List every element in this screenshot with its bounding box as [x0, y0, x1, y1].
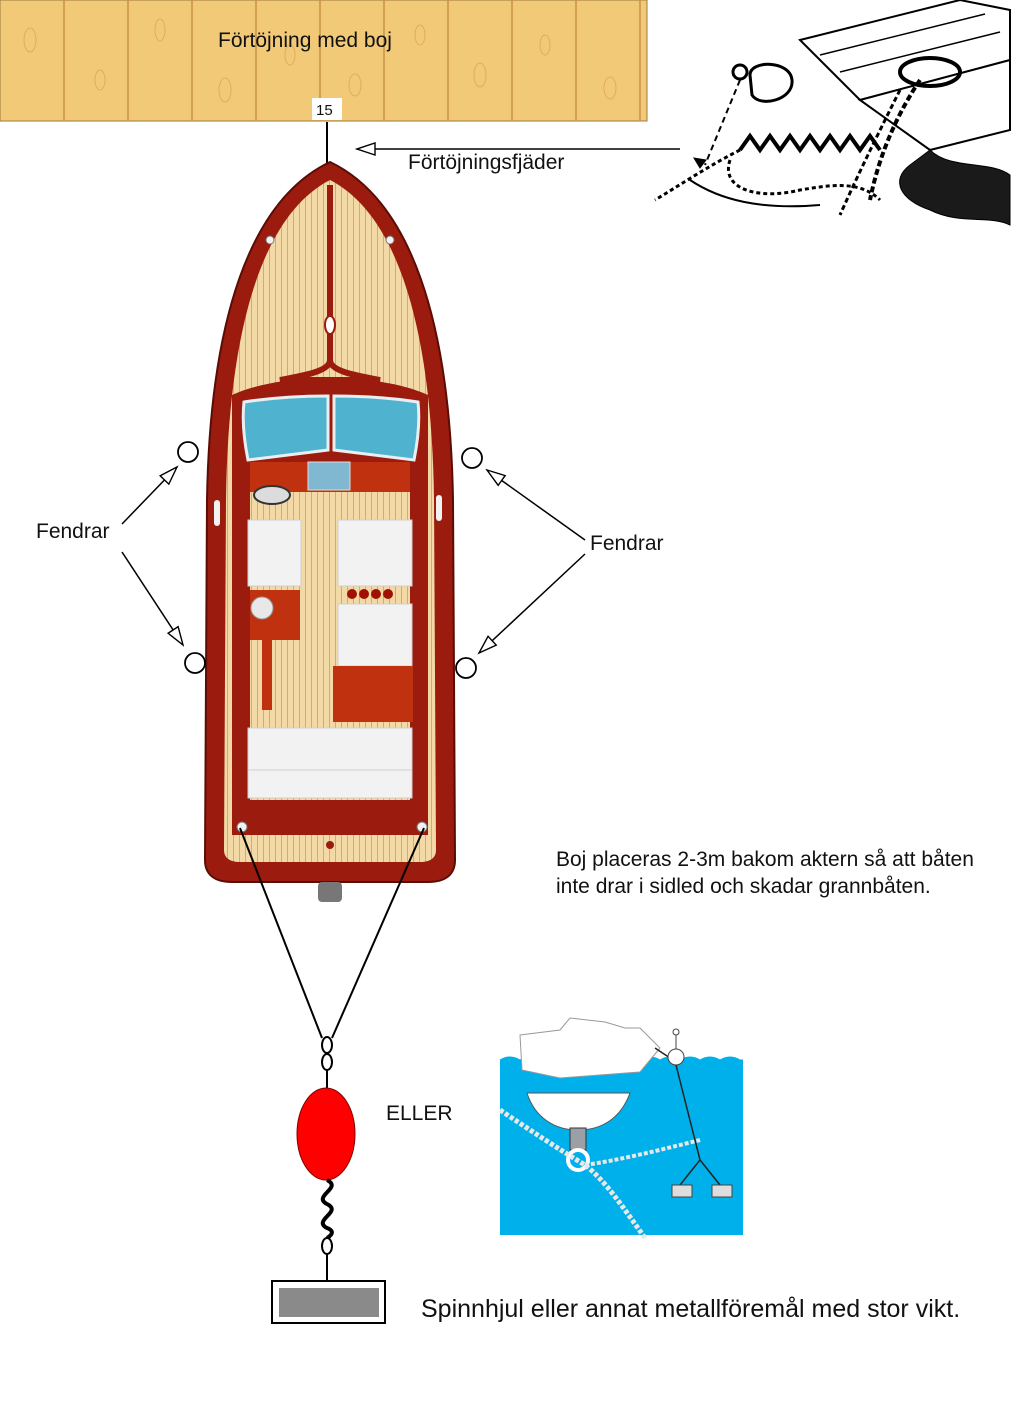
buoy-spring: [320, 1178, 334, 1240]
chain-link: [321, 1237, 333, 1255]
fender-marker: [184, 652, 206, 674]
shackle: [321, 1036, 333, 1088]
fender-label-right: Fendrar: [590, 532, 664, 555]
spring-label: Förtöjningsfjäder: [408, 151, 565, 174]
mooring-spring-illustration: [654, 0, 1011, 226]
fender-marker: [177, 441, 199, 463]
fender-marker: [455, 657, 477, 679]
buoy: [296, 1087, 356, 1181]
fender-label-left: Fendrar: [36, 520, 110, 543]
dock-title: Förtöjning med boj: [218, 29, 392, 52]
boat: [203, 160, 457, 902]
fender-arrows: [121, 467, 586, 653]
underwater-illustration: [498, 1017, 743, 1240]
dock: [0, 0, 648, 122]
fender-marker: [461, 447, 483, 469]
buoy-placement-note: Boj placeras 2-3m bakom aktern så att bå…: [556, 848, 974, 898]
or-label: ELLER: [386, 1102, 453, 1125]
weight-note: Spinnhjul eller annat metallföremål med …: [421, 1295, 961, 1323]
stern-lines: [239, 827, 425, 1039]
berth-number: 15: [316, 102, 333, 119]
weight: [271, 1280, 386, 1324]
fenders: [177, 441, 483, 679]
